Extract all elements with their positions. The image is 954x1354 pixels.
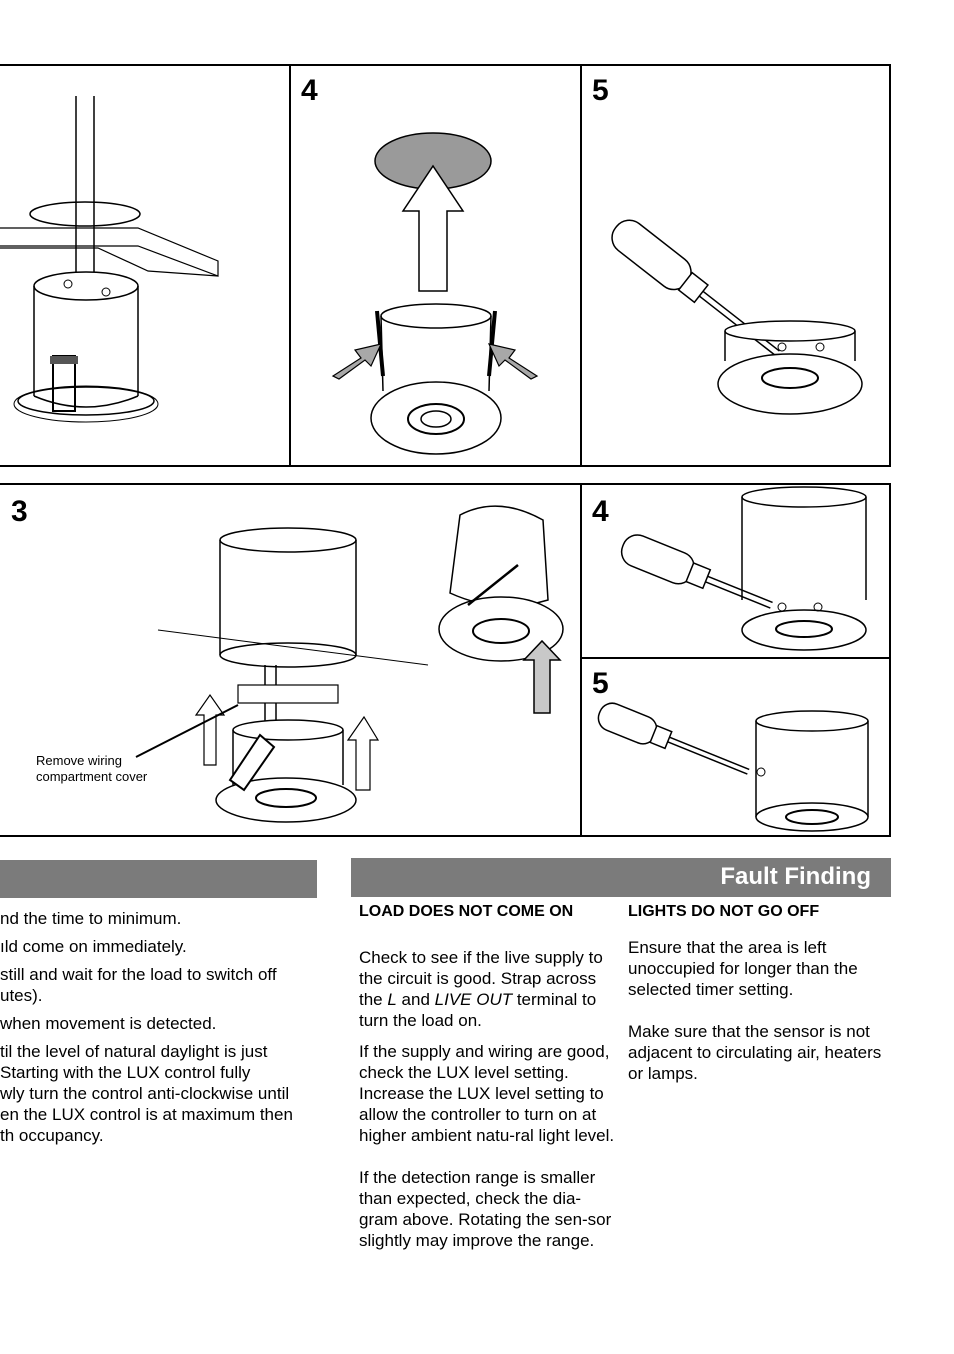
load-paragraph-3: If the detection range is smaller than e… [359, 1168, 612, 1250]
text-run: terminal to turn the load on. [359, 990, 597, 1030]
text-run: Check to see if the live supply to the c… [359, 948, 603, 1009]
fault-col-lights: LIGHTS DO NOT GO OFF Ensure that the are… [628, 902, 883, 1084]
text-line: wly turn the control anti-clockwise unti… [0, 1084, 290, 1103]
step-number: 3 [11, 495, 28, 528]
text-line: when movement is detected. [0, 1014, 217, 1033]
text-run: LIVE OUT [434, 990, 513, 1009]
step-number: 4 [301, 74, 318, 107]
fault-finding-header-bar: Fault Finding [351, 858, 891, 897]
remove-cover-illustration [331, 132, 539, 455]
callout-text: Remove wiring compartment cover [36, 753, 148, 784]
step-number: 4 [592, 495, 609, 528]
lights-paragraph-1: Ensure that the area is left unoccupied … [628, 938, 858, 999]
load-heading: LOAD DOES NOT COME ON [359, 903, 574, 920]
left-section-header-bar [0, 860, 317, 898]
step-number: 5 [592, 74, 609, 107]
fault-col-load: LOAD DOES NOT COME ON Check to see if th… [359, 902, 617, 1251]
load-paragraph-1: Check to see if the live supply to the c… [359, 947, 617, 1031]
screwdriver-side-illustration [597, 702, 869, 832]
text-line: utes). [0, 986, 43, 1005]
ceiling-sensor-install-illustration [0, 96, 219, 423]
text-line: still and wait for the load to switch of… [0, 965, 277, 984]
step-number: 5 [592, 667, 609, 700]
screwdriver-tighten-illustration [611, 219, 863, 415]
top-right-panel: 5 [580, 64, 891, 467]
wiring-compartment-illustration [135, 505, 564, 823]
bottom-right-top-panel: 4 [580, 483, 891, 659]
text-run: and [396, 990, 435, 1009]
text-line: th occupancy. [0, 1126, 104, 1145]
top-middle-panel: 4 [289, 64, 583, 467]
screwdriver-fix-illustration [620, 486, 867, 651]
lights-paragraph-2: Make sure that the sensor is not adjacen… [628, 1022, 882, 1083]
text-line: nd the time to minimum. [0, 909, 182, 928]
fault-finding-title: Fault Finding [720, 863, 871, 890]
text-run: L [387, 990, 397, 1009]
text-line: ıld come on immediately. [0, 937, 187, 956]
left-section-text: nd the time to minimum. ıld come on imme… [0, 908, 320, 1146]
text-line: til the level of natural daylight is jus… [0, 1042, 268, 1061]
top-left-panel [0, 64, 293, 467]
bottom-left-panel: 3 Remove wiring compartment cover [0, 483, 583, 837]
bottom-right-bottom-panel: 5 [580, 657, 891, 837]
text-line: en the LUX control is at maximum then [0, 1105, 293, 1124]
wiring-cover-callout: Remove wiring compartment cover [36, 753, 166, 785]
lights-heading: LIGHTS DO NOT GO OFF [628, 903, 820, 920]
load-paragraph-2: If the supply and wiring are good, check… [359, 1042, 615, 1145]
text-line: Starting with the LUX control fully [0, 1063, 251, 1082]
